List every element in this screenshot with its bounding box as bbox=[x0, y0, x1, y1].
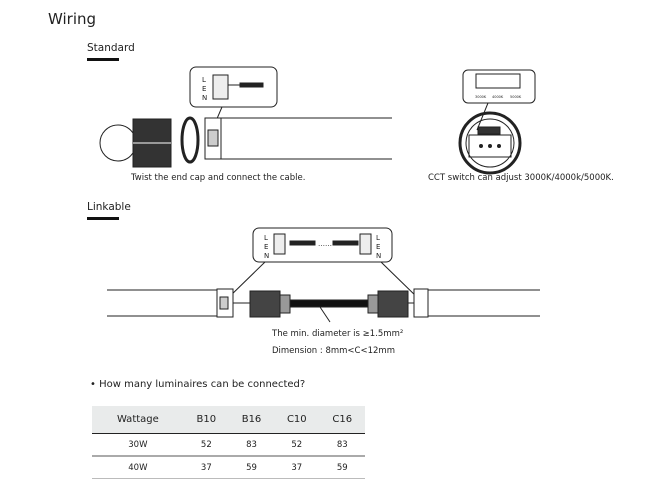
label-n: N bbox=[202, 94, 207, 102]
cct-switch-callout bbox=[462, 69, 536, 104]
cable-icon bbox=[239, 82, 264, 88]
table-header-row: Wattage B10 B16 C10 C16 bbox=[92, 406, 365, 434]
connector-right bbox=[377, 290, 409, 318]
label-e: E bbox=[202, 85, 206, 93]
svg-text:……: …… bbox=[318, 240, 332, 248]
table-cell: 40W bbox=[92, 456, 184, 479]
luminaire-count-table: Wattage B10 B16 C10 C16 30W 52 83 52 83 … bbox=[92, 406, 365, 479]
terminal-block-icon bbox=[212, 74, 229, 100]
table-cell: 52 bbox=[274, 433, 320, 457]
cct-end-cap bbox=[458, 111, 522, 175]
cct-caption: CCT switch can adjust 3000K/4000k/5000K. bbox=[428, 173, 614, 183]
cct-label-4000k: 4000K bbox=[492, 95, 504, 99]
link-callout bbox=[252, 227, 393, 263]
table-cell: 30W bbox=[92, 433, 184, 457]
table-row: 40W 37 59 37 59 bbox=[92, 456, 365, 479]
column-header: B16 bbox=[228, 406, 275, 434]
label-l: L bbox=[264, 234, 268, 242]
column-header: C16 bbox=[319, 406, 365, 434]
linkable-heading: Linkable bbox=[87, 201, 131, 213]
heading-underline bbox=[87, 217, 119, 220]
table-cell: 37 bbox=[274, 456, 320, 479]
label-e: E bbox=[376, 243, 380, 251]
cct-label-3000k: 3000K bbox=[475, 95, 487, 99]
connector-left bbox=[249, 290, 281, 318]
column-header: C10 bbox=[274, 406, 320, 434]
column-header: Wattage bbox=[92, 406, 184, 434]
cct-label-5000k: 5000K bbox=[510, 95, 522, 99]
label-e: E bbox=[264, 243, 268, 251]
standard-heading: Standard bbox=[87, 42, 135, 54]
heading-underline bbox=[87, 58, 119, 61]
label-l: L bbox=[376, 234, 380, 242]
table-cell: 83 bbox=[228, 433, 275, 457]
twist-caption: Twist the end cap and connect the cable. bbox=[131, 173, 306, 183]
diameter-note: The min. diameter is ≥1.5mm² bbox=[272, 329, 404, 339]
label-n: N bbox=[376, 252, 381, 260]
column-header: B10 bbox=[183, 406, 229, 434]
label-n: N bbox=[264, 252, 269, 260]
table-cell: 37 bbox=[183, 456, 229, 479]
page-title: Wiring bbox=[48, 10, 97, 28]
table-cell: 83 bbox=[319, 433, 365, 457]
table-cell: 59 bbox=[319, 456, 365, 479]
table-cell: 59 bbox=[228, 456, 275, 479]
label-l: L bbox=[202, 76, 206, 84]
dimension-note: Dimension : 8mm<C<12mm bbox=[272, 346, 395, 356]
question-text: • How many luminaires can be connected? bbox=[90, 379, 306, 390]
table-row: 30W 52 83 52 83 bbox=[92, 433, 365, 457]
table-cell: 52 bbox=[183, 433, 229, 457]
link-cable bbox=[289, 299, 369, 308]
terminal-callout bbox=[189, 66, 278, 108]
end-cap-knob bbox=[99, 124, 137, 162]
rotate-arrow-icon bbox=[180, 116, 200, 164]
